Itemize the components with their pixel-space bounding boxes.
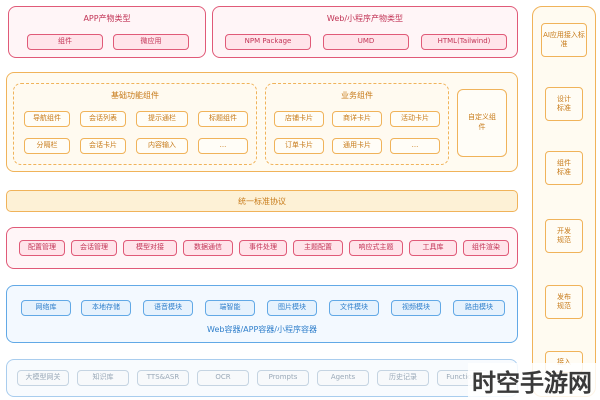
mgmt-item-responsive-theme: 响应式主题	[349, 240, 403, 256]
mgmt-item-theme-config: 主题配置	[293, 240, 343, 256]
infra-item-prompts: Prompts	[257, 370, 309, 386]
sidebar-item-dev-standard: 开发规范	[545, 219, 583, 253]
app-item-component: 组件	[27, 34, 103, 50]
infra-item-knowledge: 知识库	[77, 370, 129, 386]
infra-item-tts-asr: TTS&ASR	[137, 370, 189, 386]
mgmt-item-render: 组件渲染	[463, 240, 509, 256]
infra-item-agents: Agents	[317, 370, 369, 386]
web-item-html: HTML(Tailwind)	[421, 34, 507, 50]
basic-item-nav: 导航组件	[24, 111, 70, 127]
infra-item-history: 历史记录	[377, 370, 429, 386]
container-item-video: 视频模块	[391, 300, 441, 316]
mgmt-item-toolkit: 工具库	[409, 240, 457, 256]
basic-item-more: ...	[198, 138, 248, 154]
business-components-title: 业务组件	[341, 91, 373, 100]
sidebar-item-component-standard: 组件标准	[545, 151, 583, 185]
business-item-general-card: 通用卡片	[332, 138, 382, 154]
container-panel: 网络库 本地存储 语音模块 端智能 图片模块 文件模块 视频模块 路由模块 We…	[6, 285, 518, 343]
container-item-file: 文件模块	[329, 300, 379, 316]
mgmt-item-config: 配置管理	[19, 240, 65, 256]
standards-sidebar: AI应用接入标准 设计标准 组件标准 开发规范 发布规范 接入	[532, 6, 596, 397]
basic-item-session-list: 会话列表	[80, 111, 126, 127]
business-components-group: 业务组件 店铺卡片 商详卡片 活动卡片 订单卡片 通用卡片 ...	[265, 83, 449, 165]
basic-item-divider: 分隔栏	[24, 138, 70, 154]
infra-item-llm-gateway: 大模型网关	[17, 370, 69, 386]
infra-panel: 大模型网关 知识库 TTS&ASR OCR Prompts Agents 历史记…	[6, 359, 518, 397]
sidebar-item-design-standard: 设计标准	[545, 87, 583, 121]
web-item-umd: UMD	[323, 34, 409, 50]
container-item-voice: 语音模块	[143, 300, 193, 316]
protocol-label: 统一标准协议	[238, 197, 286, 206]
web-product-panel: Web/小程序产物类型 NPM Package UMD HTML(Tailwin…	[212, 6, 518, 58]
business-item-more: ...	[390, 138, 440, 154]
custom-components: 自定义组件	[457, 89, 507, 157]
app-product-panel: APP产物类型 组件 微应用	[8, 6, 206, 58]
container-item-router: 路由模块	[453, 300, 505, 316]
infra-item-ocr: OCR	[197, 370, 249, 386]
business-item-activity-card: 活动卡片	[390, 111, 440, 127]
container-item-network: 网络库	[21, 300, 71, 316]
sidebar-item-release-standard: 发布规范	[545, 285, 583, 319]
mgmt-item-data-comm: 数据通信	[183, 240, 233, 256]
business-item-store-card: 店铺卡片	[274, 111, 324, 127]
components-panel: 基础功能组件 导航组件 会话列表 提示通栏 标题组件 分隔栏 会话卡片 内容输入…	[6, 72, 518, 172]
watermark: 时空手游网	[468, 363, 596, 398]
web-product-title: Web/小程序产物类型	[326, 14, 404, 23]
container-item-image: 图片模块	[267, 300, 317, 316]
web-item-npm: NPM Package	[225, 34, 311, 50]
container-title: Web容器/APP容器/小程序容器	[207, 325, 317, 334]
mgmt-item-session: 会话管理	[71, 240, 117, 256]
basic-item-session-card: 会话卡片	[80, 138, 126, 154]
app-item-micro-app: 微应用	[113, 34, 189, 50]
container-item-edge-ai: 端智能	[205, 300, 255, 316]
mgmt-item-event: 事件处理	[239, 240, 287, 256]
mgmt-item-model: 模型对接	[123, 240, 177, 256]
basic-components-group: 基础功能组件 导航组件 会话列表 提示通栏 标题组件 分隔栏 会话卡片 内容输入…	[13, 83, 257, 165]
basic-item-title: 标题组件	[198, 111, 248, 127]
basic-item-content-input: 内容输入	[136, 138, 188, 154]
sidebar-item-ai-standard: AI应用接入标准	[541, 23, 587, 57]
container-item-storage: 本地存储	[81, 300, 131, 316]
management-panel: 配置管理 会话管理 模型对接 数据通信 事件处理 主题配置 响应式主题 工具库 …	[6, 227, 518, 269]
basic-components-title: 基础功能组件	[111, 91, 159, 100]
protocol-bar: 统一标准协议	[6, 190, 518, 212]
basic-item-tip-bar: 提示通栏	[136, 111, 188, 127]
business-item-product-card: 商详卡片	[332, 111, 382, 127]
business-item-order-card: 订单卡片	[274, 138, 324, 154]
app-product-title: APP产物类型	[83, 14, 131, 23]
